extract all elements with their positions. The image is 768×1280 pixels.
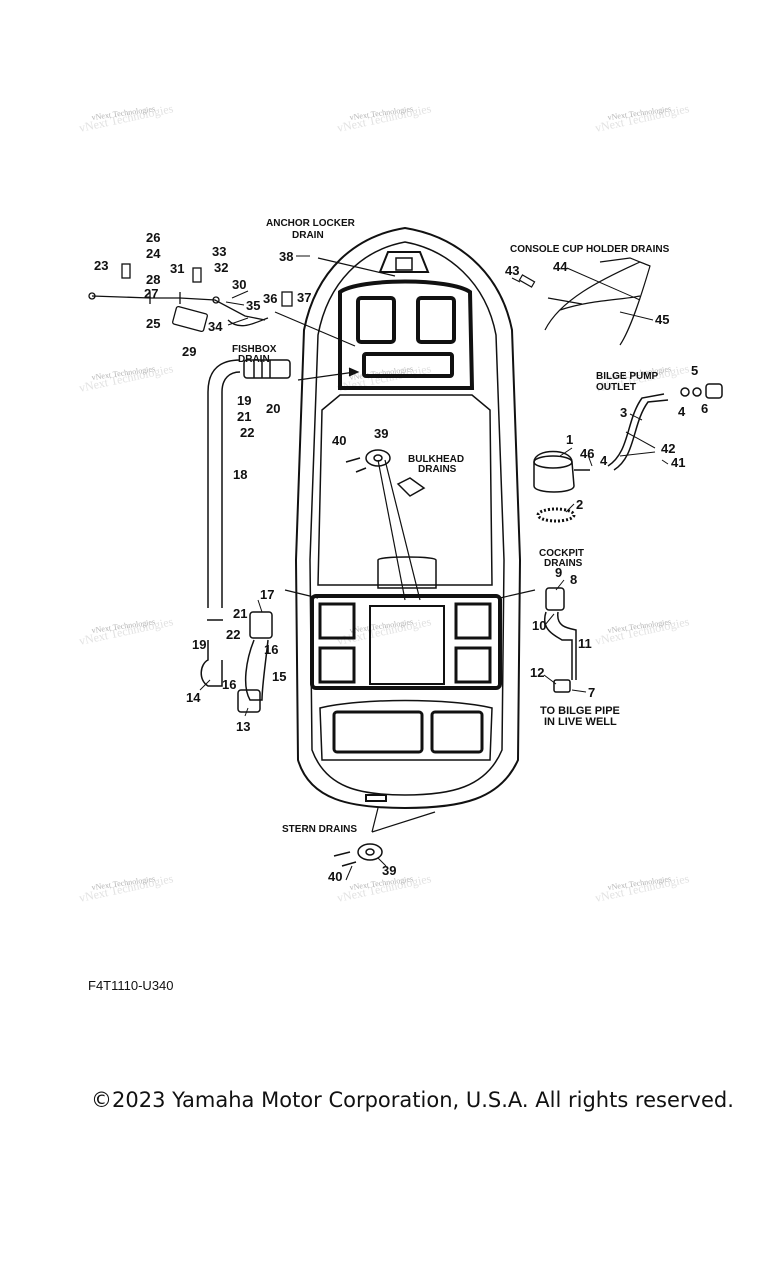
callout: 14 [186,690,201,705]
callout: 42 [661,441,675,456]
callout-leaders [199,255,669,881]
callout: 31 [170,261,184,276]
cable-assembly [88,263,293,333]
callout: 23 [94,258,108,273]
callout: 16 [222,677,236,692]
callout: 44 [553,259,568,274]
callout: 39 [382,863,396,878]
callout: 25 [146,316,160,331]
label-bulkhead: BULKHEAD [408,454,464,465]
callout: 19 [192,637,206,652]
label-stern-drains: STERN DRAINS [282,824,357,835]
callout: 27 [144,286,158,301]
label-cockpit-drains: DRAINS [544,558,583,569]
callout: 38 [279,249,293,264]
callout: 29 [182,344,196,359]
copyright-notice: ©2023 Yamaha Motor Corporation, U.S.A. A… [91,1088,734,1112]
callout: 21 [233,606,247,621]
callout: 21 [237,409,251,424]
callout: 19 [237,393,251,408]
callout-numbers: 1 2 3 4 4 5 6 7 8 9 10 11 12 13 14 15 16… [94,230,708,884]
callout: 32 [214,260,228,275]
callout: 40 [328,869,342,884]
callout: 4 [600,453,608,468]
label-anchor-locker-drain: DRAIN [292,230,324,241]
callout: 39 [374,426,388,441]
callout: 18 [233,467,247,482]
part-code: F4T1110-U340 [88,978,174,993]
callout: 3 [620,405,627,420]
callout: 22 [240,425,254,440]
callout: 6 [701,401,708,416]
label-to-bilge-pipe: TO BILGE PIPE [540,705,620,717]
label-cockpit: COCKPIT [539,548,584,559]
label-fishbox-drain: DRAIN [238,354,270,365]
callout: 13 [236,719,250,734]
fishbox-drain-hose [200,359,291,713]
leader-lines [274,257,583,833]
stern-drain-hardware [333,843,383,867]
callout: 11 [578,636,592,651]
label-console-cup-holder-drains: CONSOLE CUP HOLDER DRAINS [510,244,670,255]
bilge-pump [533,383,723,523]
callout: 15 [272,669,286,684]
callout: 22 [226,627,240,642]
label-bilge-pump-outlet: OUTLET [596,382,636,393]
callout: 17 [260,587,274,602]
callout: 37 [297,290,311,305]
callout: 35 [246,298,260,313]
cockpit-drain-assembly [543,587,577,693]
callout: 26 [146,230,160,245]
label-fishbox: FISHBOX [232,344,277,355]
callout: 36 [263,291,277,306]
callout: 30 [232,277,246,292]
callout: 2 [576,497,583,512]
callout: 9 [555,565,562,580]
callout: 4 [678,404,686,419]
callout: 7 [588,685,595,700]
callout: 5 [691,363,698,378]
callout: 24 [146,246,161,261]
callout: 40 [332,433,346,448]
callout: 28 [146,272,160,287]
label-anchor-locker: ANCHOR LOCKER [266,218,356,229]
callout: 16 [264,642,278,657]
callout: 45 [655,312,669,327]
label-bulkhead-drains: DRAINS [418,464,457,475]
callout: 12 [530,665,544,680]
callout: 10 [532,618,546,633]
callout: 46 [580,446,594,461]
section-labels: ANCHOR LOCKER DRAIN CONSOLE CUP HOLDER D… [232,218,670,835]
bulkhead-drain-hardware [345,449,426,497]
callout: 41 [671,455,685,470]
label-in-live-well: IN LIVE WELL [544,716,617,728]
callout: 1 [566,432,573,447]
callout: 20 [266,401,280,416]
label-bilge-pump: BILGE PUMP [596,371,659,382]
callout: 33 [212,244,226,259]
callout: 43 [505,263,519,278]
boat-hull [294,226,522,810]
callout: 8 [570,572,577,587]
callout: 34 [208,319,223,334]
console-cup-holder [518,257,651,346]
watermarks: vNext Technologies vNext Technologies vN… [78,101,691,905]
